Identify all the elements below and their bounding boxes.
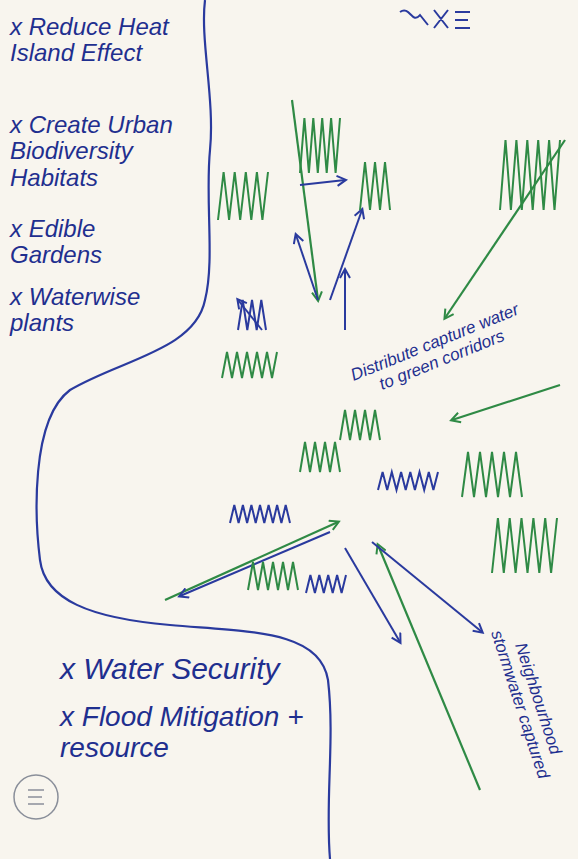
zigzag-scribble [218, 172, 268, 220]
scribble [400, 10, 470, 28]
zigzag-scribble [222, 352, 277, 378]
blue-arrow [345, 548, 400, 642]
benefit-note: x Edible Gardens [10, 216, 170, 269]
page-mark [14, 775, 58, 819]
flow-note: Distribute capture water to green corrid… [337, 296, 538, 408]
green-arrow [452, 385, 560, 420]
zigzag-scribble [248, 562, 298, 590]
zigzag-scribble [378, 472, 438, 490]
green-arrow [445, 140, 565, 318]
blue-arrow [344, 270, 346, 330]
zigzag-scribble [238, 300, 266, 330]
zigzag-scribble [300, 442, 340, 472]
benefit-note: x Water Security [60, 652, 315, 685]
zigzag-scribble [462, 452, 522, 497]
benefit-note: x Waterwise plants [10, 284, 170, 337]
zigzag-scribble [340, 410, 380, 440]
flow-note: Neighbourhood stormwater captured [480, 605, 576, 799]
benefit-note: x Flood Mitigation + resource [60, 702, 322, 764]
page-mark [28, 790, 44, 804]
blue-arrow [300, 180, 345, 185]
green-arrow [165, 522, 338, 600]
benefit-note: x Reduce Heat Island Effect [10, 14, 195, 67]
zigzag-scribble [360, 162, 390, 210]
blue-arrow [296, 235, 318, 300]
benefit-note: x Create Urban Biodiversity Habitats [10, 112, 195, 191]
zigzag-scribble [500, 140, 560, 210]
zigzag-scribble [300, 118, 340, 173]
zigzag-scribble [230, 505, 290, 523]
zigzag-scribble [306, 575, 346, 593]
green-arrow [378, 545, 480, 790]
zigzag-scribble [492, 518, 557, 573]
blue-arrow [372, 542, 482, 632]
